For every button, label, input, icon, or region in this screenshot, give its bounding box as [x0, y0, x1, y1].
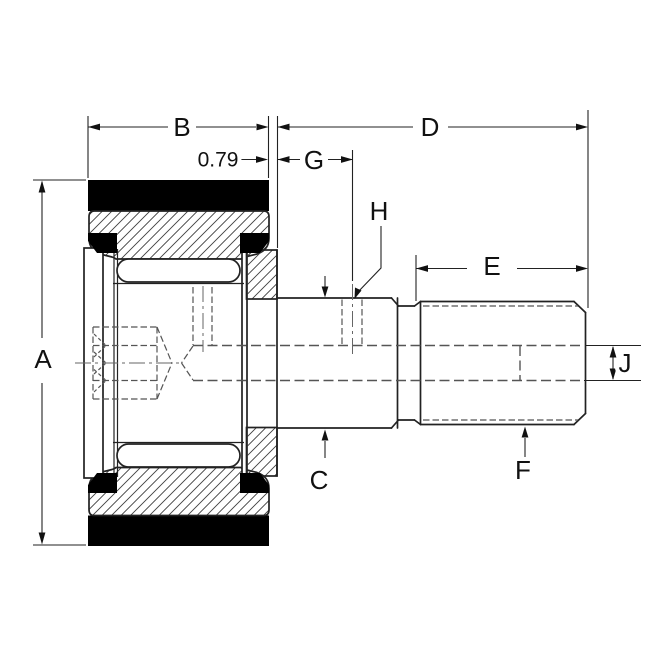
dim-a: [38, 180, 46, 545]
dim-e: [416, 265, 588, 272]
arrowhead-up: [521, 426, 529, 438]
dimension-labels: A B D 0.79 G H E J C F: [30, 108, 635, 499]
dimensions: [33, 110, 641, 546]
center-lines: [75, 284, 353, 364]
arrowhead-up: [321, 429, 329, 441]
pointer-c: [321, 276, 329, 458]
arrowhead-down: [38, 532, 46, 545]
socket-chamfer: [93, 380, 107, 393]
arrowhead-right: [576, 265, 588, 272]
socket-cone: [156, 362, 173, 400]
dim-label-b: B: [173, 112, 190, 142]
dim-label-d: D: [421, 112, 440, 142]
roller-band-top: [88, 180, 269, 211]
arrowhead-right: [341, 156, 353, 163]
hidden-features: [92, 287, 584, 421]
leader-line: [356, 226, 382, 294]
groove-chamfer: [390, 297, 400, 307]
needle-rollers-top: [116, 258, 241, 283]
stud-collar-section-top: [245, 249, 278, 300]
seal-top-right: [240, 233, 269, 253]
dim-label-f: F: [515, 455, 531, 485]
seal-bottom-left: [88, 473, 117, 493]
socket-chamfer: [93, 351, 107, 364]
arrowhead-left: [416, 265, 428, 272]
dim-label-seal-protrusion: 0.79: [198, 149, 239, 172]
arrowhead-left: [88, 123, 100, 131]
axial-bore-drill-point: [181, 362, 194, 381]
groove-chamfer: [413, 419, 422, 426]
arrowhead-right: [576, 123, 588, 131]
arrowhead-down: [609, 368, 617, 380]
dim-label-g: G: [304, 145, 324, 175]
seal-top-left: [88, 233, 117, 253]
dim-seal-protrusion: [240, 156, 268, 163]
arrowhead: [354, 287, 362, 299]
dim-label-j: J: [619, 348, 632, 378]
roller-assembly: [83, 180, 278, 546]
dim-label-e: E: [483, 251, 500, 281]
leader-h: [354, 226, 382, 299]
thread-end-chamfer: [573, 412, 587, 426]
axial-bore-drill-point: [181, 345, 194, 364]
seal-bottom-right: [240, 473, 269, 493]
dim-label-c: C: [310, 465, 329, 495]
hex-socket-left: [92, 326, 173, 400]
socket-chamfer: [93, 345, 107, 358]
socket-chamfer: [93, 362, 107, 375]
arrowhead-down: [321, 286, 329, 298]
groove-chamfer: [413, 300, 422, 307]
needle-rollers-bottom: [116, 443, 241, 468]
stud-collar-section-bottom: [245, 426, 278, 477]
dim-g: [277, 156, 353, 163]
dim-label-a: A: [34, 344, 52, 374]
socket-chamfer: [93, 369, 107, 381]
dim-j: [609, 346, 617, 380]
dim-b: [88, 123, 269, 131]
arrowhead-right: [256, 123, 269, 131]
arrowhead-left: [277, 156, 290, 163]
arrowhead-right: [256, 156, 268, 163]
stud-outline: [276, 297, 587, 429]
dim-label-h: H: [370, 196, 389, 226]
dim-d: [277, 123, 588, 131]
arrowhead-up: [38, 180, 46, 193]
arrowhead-up: [609, 346, 617, 358]
thread-end-chamfer: [573, 300, 587, 314]
groove-chamfer: [390, 419, 400, 429]
arrowhead-left: [277, 123, 290, 131]
socket-cone: [156, 326, 173, 364]
socket-chamfer: [93, 333, 107, 346]
pointer-f: [521, 426, 529, 458]
roller-band-bottom: [88, 515, 269, 546]
